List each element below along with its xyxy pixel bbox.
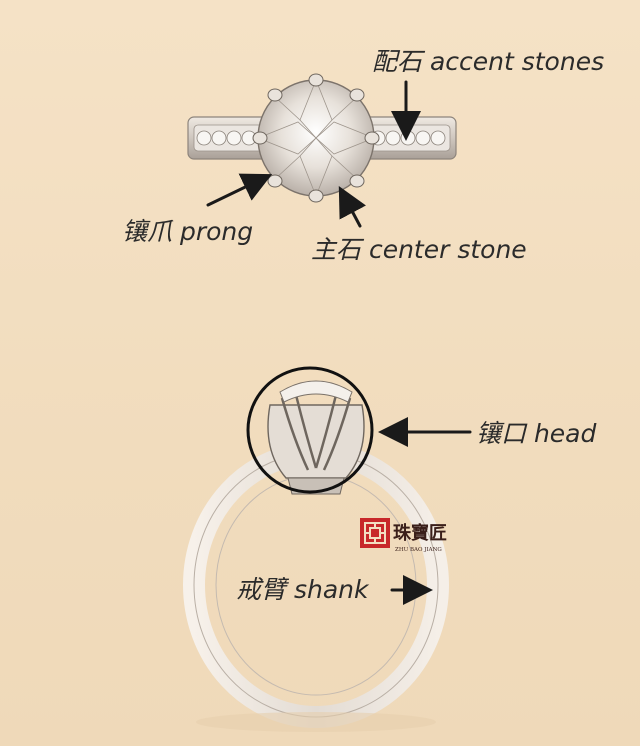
- label-shank: 戒臂 shank: [236, 575, 370, 604]
- center-stone-arrow: [338, 186, 367, 228]
- label-accent-stones: 配石 accent stones: [372, 47, 604, 76]
- logo-english: ZHU BAO JIANG: [395, 547, 442, 553]
- label-head: 镶口 head: [476, 419, 596, 448]
- logo-chinese: 珠寶匠: [393, 522, 447, 544]
- head-setting: [267, 380, 365, 495]
- side-view-ring: [183, 366, 449, 732]
- top-view-ring: [187, 73, 457, 203]
- label-prong: 镶爪 prong: [122, 217, 253, 246]
- brand-logo: 珠寶匠 ZHU BAO JIANG: [360, 518, 447, 553]
- label-center-stone: 主石 center stone: [311, 235, 527, 264]
- prong-arrow: [206, 173, 273, 207]
- head-highlight-circle: [246, 366, 374, 494]
